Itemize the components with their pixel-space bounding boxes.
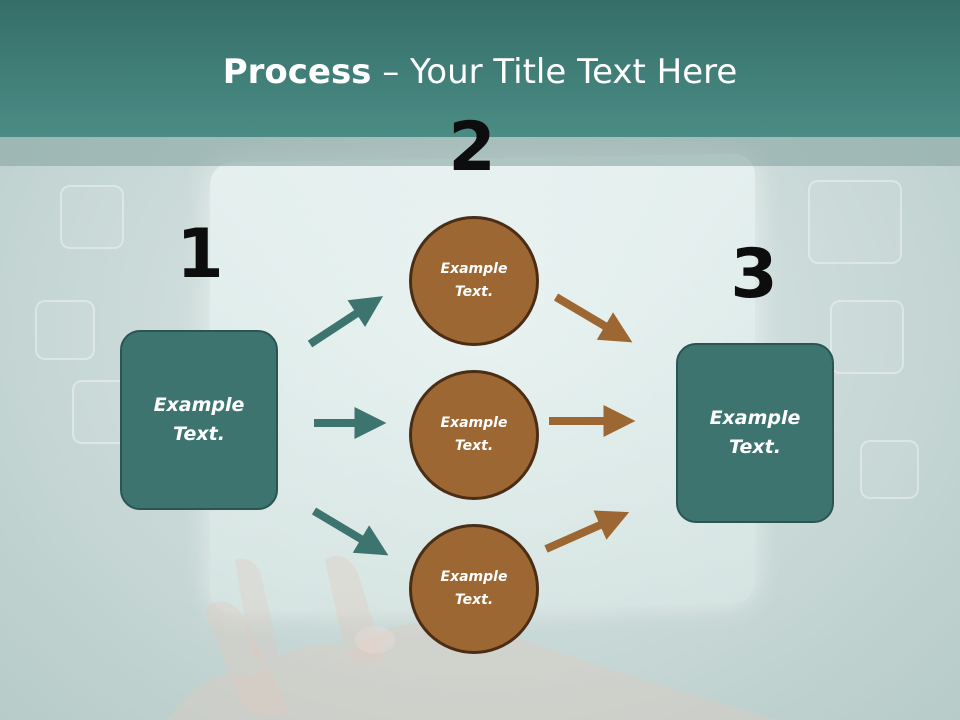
arrow-brown-up [544, 510, 630, 553]
circle-middle-line1: Example [440, 415, 508, 431]
decorative-square [860, 440, 919, 499]
circle-bottom-text: Example Text. [429, 566, 519, 612]
step-3-line2: Text. [729, 436, 781, 458]
circle-top-line2: Text. [454, 284, 494, 300]
decorative-square [830, 300, 904, 374]
step-number-2: 2 [448, 108, 496, 187]
circle-bottom-line1: Example [440, 569, 508, 585]
decorative-square [60, 185, 124, 249]
arrow-teal-up [307, 296, 384, 348]
step-2-circle-top: Example Text. [409, 216, 539, 346]
step-1-line2: Text. [173, 423, 225, 445]
step-1-box: Example Text. [120, 330, 278, 510]
title-bar-band [0, 137, 960, 166]
slide-title: Process – Your Title Text Here [0, 52, 960, 92]
circle-bottom-line2: Text. [454, 592, 494, 608]
hand-image [166, 556, 780, 720]
title-rest: – Your Title Text Here [371, 52, 738, 92]
step-number-3: 3 [730, 235, 778, 314]
step-3-box-text: Example Text. [695, 404, 815, 462]
step-3-line1: Example [709, 407, 801, 429]
decorative-square [808, 180, 902, 264]
circle-middle-text: Example Text. [429, 412, 519, 458]
circle-middle-line2: Text. [454, 438, 494, 454]
arrow-teal-down [311, 507, 389, 556]
title-bar [0, 0, 960, 137]
title-bold: Process [222, 52, 372, 92]
step-1-box-text: Example Text. [139, 391, 259, 449]
step-number-1: 1 [176, 215, 224, 294]
step-1-line1: Example [153, 394, 245, 416]
step-3-box: Example Text. [676, 343, 834, 523]
circle-top-text: Example Text. [429, 258, 519, 304]
circle-top-line1: Example [440, 261, 508, 277]
step-2-circle-middle: Example Text. [409, 370, 539, 500]
arrow-brown-down [553, 293, 633, 343]
decorative-square [35, 300, 95, 360]
step-2-circle-bottom: Example Text. [409, 524, 539, 654]
